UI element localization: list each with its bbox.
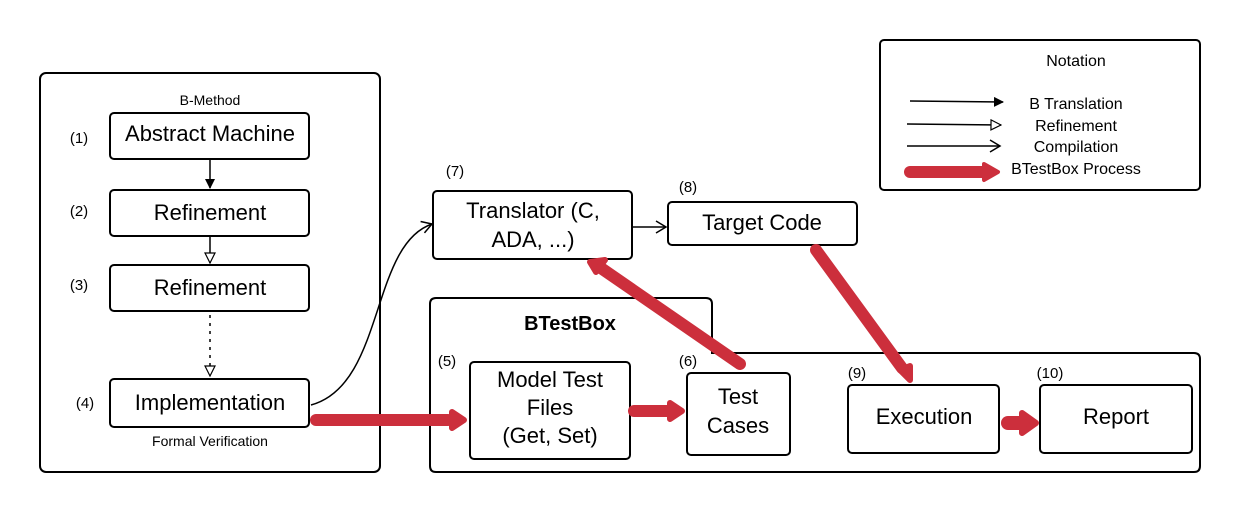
process-arrow-testcases-to-translator (592, 260, 746, 370)
translator-line-1: Translator (C, (466, 198, 600, 223)
refinement-label-1: Refinement (154, 200, 267, 225)
refinement-label-2: Refinement (154, 275, 267, 300)
report-label: Report (1083, 404, 1149, 429)
target-code-label: Target Code (702, 210, 822, 235)
legend-b-translation-arrow (909, 96, 1004, 107)
legend-btestbox-process-arrowhead (982, 162, 1000, 182)
translator-line-2: ADA, ...) (491, 227, 574, 252)
step-number-5: (5) (438, 353, 456, 370)
legend-b-translation-label: B Translation (1029, 96, 1122, 113)
process-arrowhead-execution-to-report (1019, 410, 1039, 436)
legend-refinement-label: Refinement (1035, 118, 1117, 135)
model-test-line-1: Model Test (497, 367, 603, 392)
bmethod-container (39, 72, 381, 473)
test-cases-line-1: Test (718, 384, 758, 409)
process-arrowhead-impl-to-model (449, 409, 467, 431)
compilation-curve-arrow (310, 220, 434, 406)
process-arrowhead-model-to-testcases (667, 400, 685, 422)
step-number-4: (4) (76, 395, 94, 412)
step-number-2: (2) (70, 203, 88, 220)
notation-title: Notation (1046, 53, 1106, 70)
step-number-3: (3) (70, 277, 88, 294)
process-arrowhead-testcases-to-translator (587, 257, 608, 275)
step-number-6: (6) (679, 353, 697, 370)
bmethod-title: B-Method (180, 92, 241, 108)
bmethod-footer: Formal Verification (152, 433, 268, 449)
legend-compilation-label: Compilation (1034, 139, 1118, 156)
translator-box (432, 190, 633, 260)
report-box (1039, 384, 1193, 454)
execution-box (847, 384, 1000, 454)
legend-refinement-arrow (906, 124, 1001, 125)
abstract-machine-label: Abstract Machine (125, 121, 295, 146)
legend-btestbox-process-label: BTestBox Process (1011, 161, 1141, 178)
step-number-1: (1) (70, 130, 88, 147)
btestbox-container (429, 297, 1201, 473)
model-test-line-2: Files (527, 395, 573, 420)
btestbox-title: BTestBox (524, 313, 616, 335)
step-number-7: (7) (446, 163, 464, 180)
execution-label: Execution (876, 404, 973, 429)
process-arrow-target-to-execution (810, 244, 908, 374)
test-cases-line-2: Cases (707, 413, 769, 438)
step-number-8: (8) (679, 179, 697, 196)
implementation-label: Implementation (135, 390, 285, 415)
notation-box (879, 39, 1201, 191)
target-code-box (667, 201, 858, 246)
test-cases-box (686, 372, 791, 456)
implementation-box (109, 378, 310, 428)
refinement-box-2 (109, 264, 310, 312)
model-test-line-3: (Get, Set) (502, 423, 597, 448)
process-arrowhead-target-to-execution (897, 363, 913, 383)
step-number-9: (9) (848, 365, 866, 382)
step-number-10: (10) (1037, 365, 1064, 382)
